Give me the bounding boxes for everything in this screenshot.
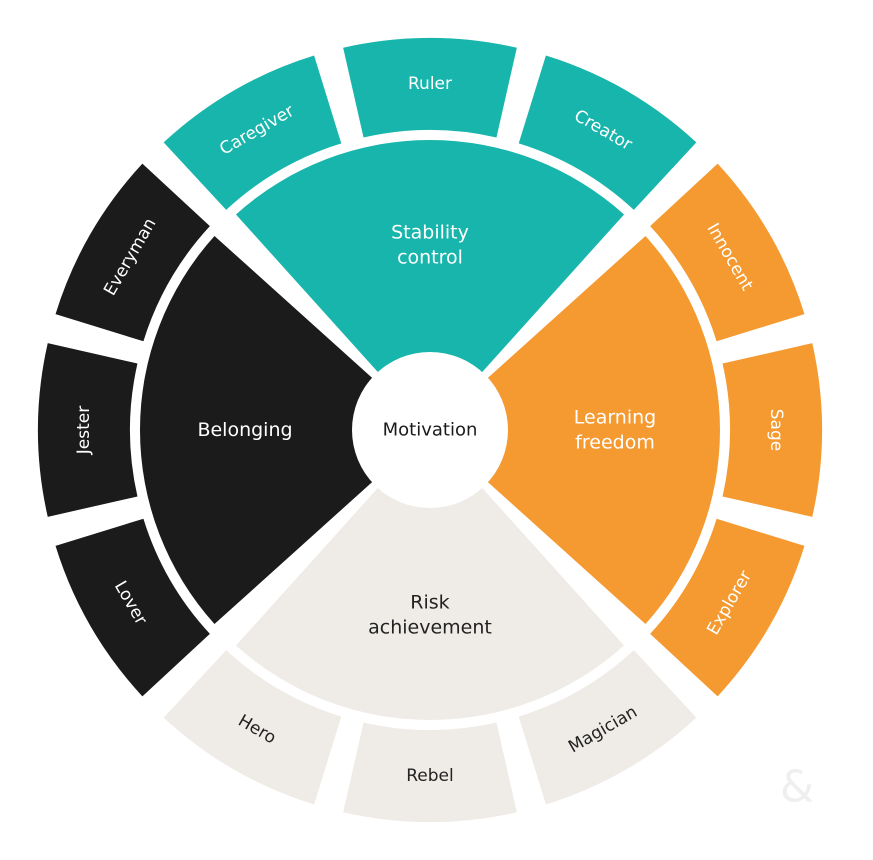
archetype-segment-ruler: [343, 37, 517, 138]
archetype-segment-magician: [518, 650, 697, 805]
quadrant-label: freedom: [575, 432, 655, 454]
ampersand-watermark: &: [780, 762, 814, 813]
archetype-label-jester: Jester: [74, 406, 94, 455]
archetype-segment-jester: [37, 343, 138, 517]
quadrant-label: control: [397, 247, 463, 269]
archetype-segment-everyman: [55, 163, 210, 342]
quadrant-label: Risk: [410, 592, 449, 614]
center-circle: [352, 352, 508, 508]
quadrant-learning-freedom: [486, 235, 720, 625]
archetype-segment-sage: [722, 343, 822, 517]
archetype-segment-caregiver: [163, 55, 342, 210]
archetype-segment-explorer: [650, 518, 805, 697]
quadrant-risk-achievement: [235, 486, 625, 720]
outer-ring: CaregiverRulerCreatorInnocentSageExplore…: [37, 37, 822, 822]
archetype-label-ruler: Ruler: [408, 74, 452, 94]
archetype-segment-lover: [55, 518, 210, 697]
quadrant-stability-control: [235, 140, 625, 374]
quadrant-label: Learning: [574, 407, 657, 429]
archetype-label-sage: Sage: [766, 409, 786, 451]
archetype-segment-hero: [163, 650, 342, 805]
archetype-segment-innocent: [650, 163, 805, 342]
archetype-segment-rebel: [343, 722, 517, 822]
center-label: Motivation: [383, 420, 478, 441]
archetype-label-rebel: Rebel: [406, 766, 453, 786]
quadrant-label: Stability: [391, 222, 469, 244]
archetype-segment-creator: [518, 55, 697, 210]
quadrant-label: achievement: [368, 617, 492, 639]
quadrant-label: Belonging: [197, 419, 292, 441]
quadrant-belonging: [140, 235, 374, 625]
